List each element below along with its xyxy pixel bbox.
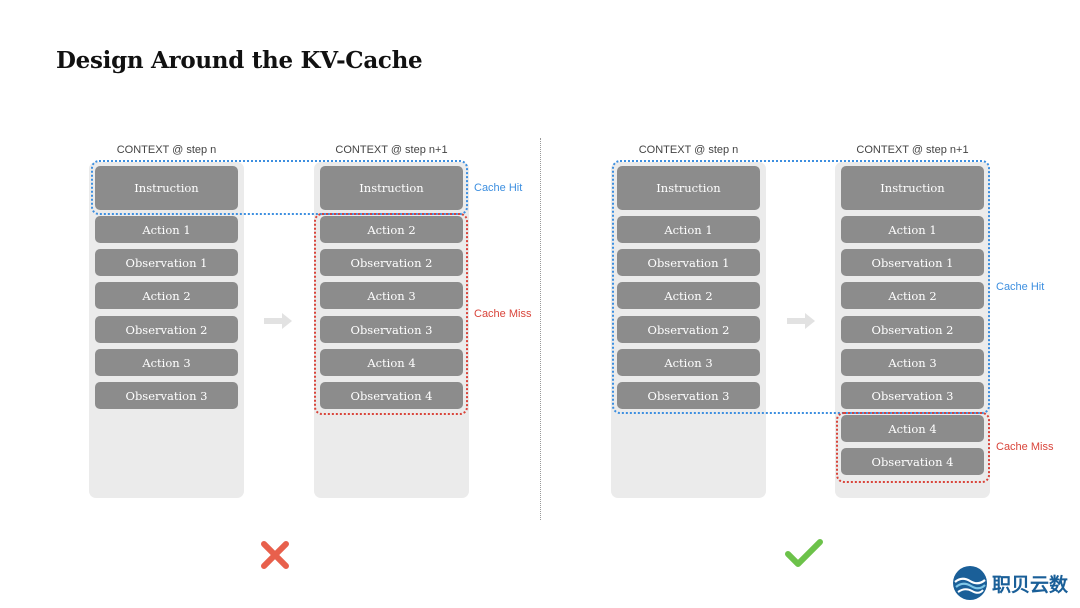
context-item: Action 3 — [95, 349, 238, 376]
right-after-column: Instruction Action 1 Observation 1 Actio… — [835, 162, 990, 498]
context-item: Action 4 — [320, 349, 463, 376]
context-item: Observation 3 — [320, 316, 463, 343]
context-item: Observation 2 — [617, 316, 760, 343]
check-icon — [785, 539, 823, 567]
right-after-label: CONTEXT @ step n+1 — [856, 144, 969, 156]
cache-hit-outline — [91, 160, 468, 215]
cache-hit-label: Cache Hit — [996, 281, 1045, 293]
context-item: Action 3 — [841, 349, 984, 376]
context-item: Observation 2 — [841, 316, 984, 343]
context-item: Action 2 — [95, 282, 238, 309]
divider — [540, 138, 541, 520]
context-item: Observation 1 — [95, 249, 238, 276]
context-item: Action 3 — [320, 282, 463, 309]
brand-logo: 职贝云数 — [952, 564, 1068, 602]
context-item: Observation 2 — [320, 249, 463, 276]
wave-globe-icon — [953, 566, 987, 600]
brand-name: 职贝云数 — [992, 573, 1069, 596]
left-after-column: Instruction Action 2 Observation 2 Actio… — [314, 162, 469, 498]
context-item: Action 2 — [617, 282, 760, 309]
context-item: Action 1 — [841, 216, 984, 243]
left-before-column: Instruction Action 1 Observation 1 Actio… — [89, 162, 244, 498]
context-item: Action 4 — [841, 415, 984, 442]
instruction-box: Instruction — [841, 166, 984, 210]
context-item: Observation 4 — [320, 382, 463, 409]
context-item: Action 1 — [95, 216, 238, 243]
cache-miss-outline — [314, 213, 468, 415]
instruction-box: Instruction — [617, 166, 760, 210]
context-item: Observation 3 — [617, 382, 760, 409]
right-before-label: CONTEXT @ step n — [638, 144, 739, 156]
instruction-box: Instruction — [320, 166, 463, 210]
arrow-right-icon — [264, 313, 292, 329]
context-item: Action 3 — [617, 349, 760, 376]
context-item: Observation 4 — [841, 448, 984, 475]
context-item: Action 2 — [320, 216, 463, 243]
left-after-label: CONTEXT @ step n+1 — [335, 144, 448, 156]
cross-icon — [261, 541, 289, 569]
context-item: Observation 1 — [617, 249, 760, 276]
instruction-box: Instruction — [95, 166, 238, 210]
context-item: Observation 3 — [95, 382, 238, 409]
arrow-right-icon — [787, 313, 815, 329]
cache-miss-label: Cache Miss — [474, 308, 532, 320]
cache-hit-label: Cache Hit — [474, 182, 523, 194]
page-title: Design Around the KV-Cache — [56, 47, 423, 74]
context-item: Action 1 — [617, 216, 760, 243]
cache-miss-outline — [836, 412, 990, 483]
left-before-label: CONTEXT @ step n — [116, 144, 217, 156]
cache-hit-outline — [612, 160, 990, 414]
context-item: Observation 3 — [841, 382, 984, 409]
context-item: Action 2 — [841, 282, 984, 309]
context-item: Observation 2 — [95, 316, 238, 343]
right-before-column: Instruction Action 1 Observation 1 Actio… — [611, 162, 766, 498]
cache-miss-label: Cache Miss — [996, 441, 1054, 453]
context-item: Observation 1 — [841, 249, 984, 276]
